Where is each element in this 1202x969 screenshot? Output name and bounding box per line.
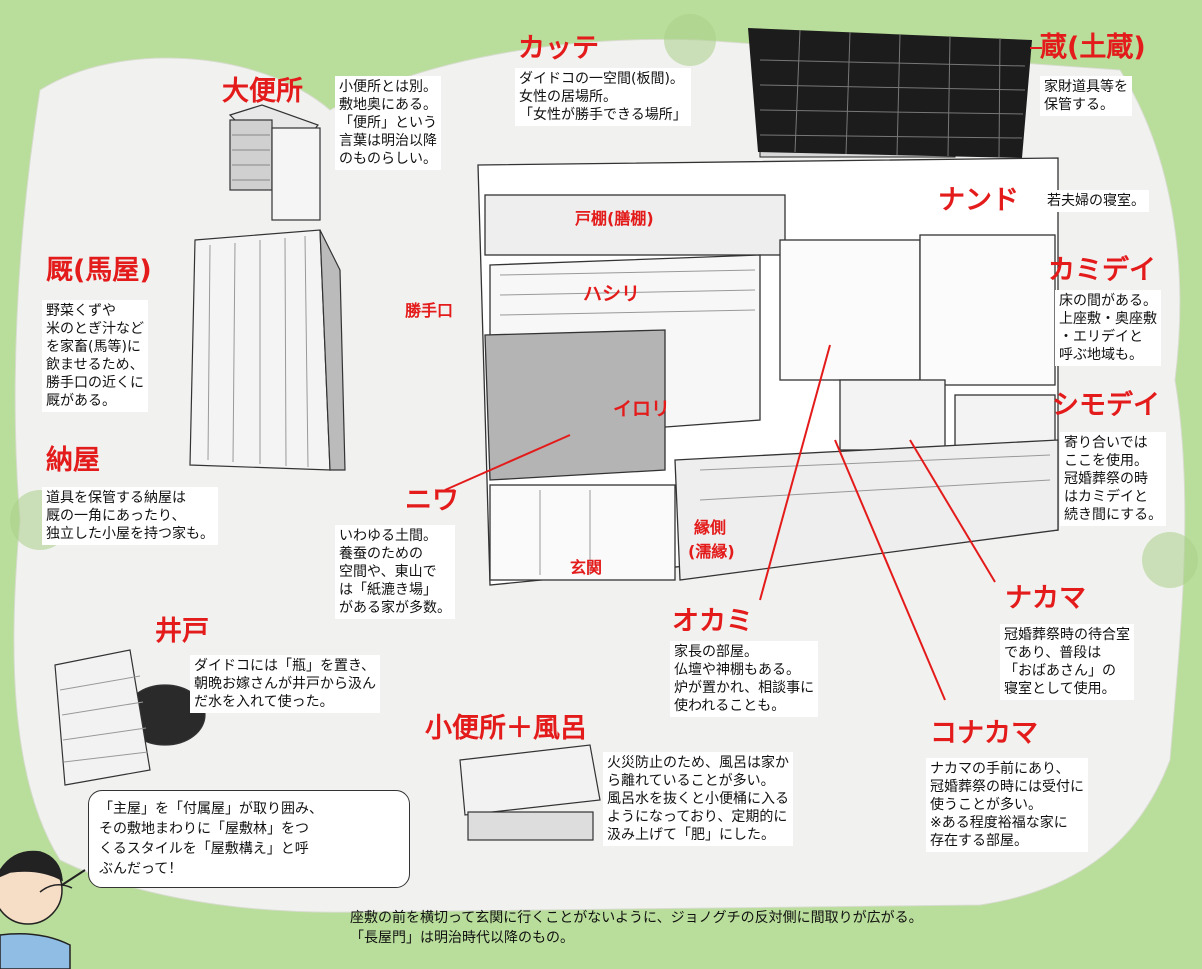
label-umaya: 厩(馬屋) [46, 255, 152, 286]
daibenjo-outhouse [228, 104, 321, 221]
umaya-stable [189, 229, 346, 471]
desc-niwa: いわゆる土間。 養蚕のための 空間や、東山で は「紙漉き場」 がある家が多数。 [335, 525, 455, 619]
main-house [477, 157, 1059, 586]
label-niwa: ニワ [405, 485, 459, 516]
desc-kamidei: 床の間がある。 上座敷・奥座敷 ・エリデイと 呼ぶ地域も。 [1055, 290, 1161, 366]
footer-note: 座敷の前を横切って玄関に行くことがないように、ジョノグチの反対側に間取りが広がる… [350, 910, 923, 946]
label-katteguchi: 勝手口 [405, 301, 454, 320]
label-kura: 蔵(土蔵) [1040, 32, 1146, 63]
desc-okami: 家長の部屋。 仏壇や神棚もある。 炉が置かれ、相談事に 使われることも。 [670, 641, 819, 717]
label-irori: イロリ [613, 398, 671, 420]
label-shimodei: シモデイ [1052, 390, 1160, 421]
desc-ido: ダイドコには「瓶」を置き、 朝晩お嫁さんが井戸から汲ん だ水を入れて使った。 [190, 655, 380, 713]
label-genkan: 玄関 [570, 558, 603, 577]
pointer-lines [444, 47, 1042, 701]
speech-bubble: 「主屋」を「付属屋」が取り囲み、 その敷地まわりに「屋敷林」をつ くるスタイルを… [88, 790, 410, 888]
label-kamidei: カミデイ [1048, 255, 1156, 286]
label-daibenjo: 大便所 [222, 76, 303, 107]
desc-shimodei: 寄り合いでは ここを使用。 冠婚葬祭の時 はカミデイと 続き間にする。 [1060, 432, 1167, 526]
person-figure [0, 850, 86, 969]
desc-katte: ダイドコの一空間(板間)。 女性の居場所。 「女性が勝手できる場所」 [515, 68, 691, 126]
label-engawa: 縁側 [694, 518, 727, 537]
label-konakama: コナカマ [930, 718, 1038, 749]
label-katte: カッテ [518, 33, 599, 64]
label-ido: 井戸 [155, 616, 209, 647]
desc-naya: 道具を保管する納屋は 厩の一角にあったり、 独立した小屋を持つ家も。 [42, 487, 218, 545]
label-hashiri: ハシリ [583, 283, 641, 305]
label-shoben-furo: 小便所＋風呂 [425, 713, 587, 744]
shoben-bath-shed [459, 744, 601, 841]
desc-konakama: ナカマの手前にあり、 冠婚葬祭の時には受付に 使うことが多い。 ※ある程度裕福な… [926, 758, 1088, 852]
desc-nando: 若夫婦の寝室。 [1043, 190, 1149, 212]
label-nando: ナンド [938, 185, 1019, 216]
label-engawa-nureen: (濡縁) [688, 542, 735, 561]
label-nakama: ナカマ [1005, 583, 1086, 614]
desc-umaya: 野菜くずや 米のとぎ汁など を家畜(馬等)に 飲ませるため、 勝手口の近くに 厩… [42, 300, 148, 412]
desc-nakama: 冠婚葬祭時の待合室 であり、普段は 「おばあさん」の 寝室として使用。 [1000, 624, 1134, 700]
label-okami: オカミ [672, 606, 753, 637]
desc-shoben-furo: 火災防止のため、風呂は家か ら離れていることが多い。 風呂水を抜くと小便桶に入る… [603, 752, 793, 846]
desc-daibenjo: 小便所とは別。 敷地奥にある。 「便所」という 言葉は明治以降 のものらしい。 [335, 76, 441, 170]
ido-well [54, 649, 206, 786]
desc-kura: 家財道具等を 保管する。 [1040, 76, 1132, 116]
label-naya: 納屋 [46, 445, 100, 476]
kura-storehouse [748, 28, 1032, 158]
label-todana: 戸棚(膳棚) [575, 209, 654, 228]
